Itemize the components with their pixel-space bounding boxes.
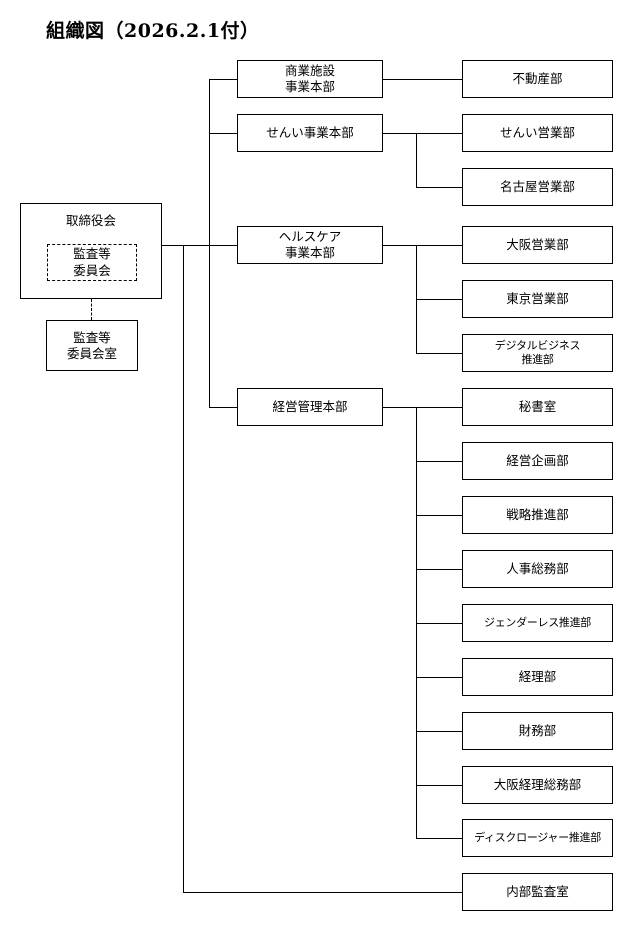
connector-trunk-to-division-2 [209,133,237,134]
connector-dashed-board-to-office [91,299,92,320]
connector-division4-branch-8 [416,785,462,786]
connector-division4-trunk [416,407,417,838]
connector-internal-audit-horizontal [183,892,462,893]
node-department-9[interactable]: 戦略推進部 [462,496,613,534]
node-department-4[interactable]: 大阪営業部 [462,226,613,264]
node-department-10[interactable]: 人事総務部 [462,550,613,588]
node-label: 東京営業部 [506,291,569,306]
connector-division3-branch-2 [416,299,462,300]
connector-division4-branch-6 [416,677,462,678]
node-label: 名古屋営業部 [499,179,575,194]
node-department-3[interactable]: 名古屋営業部 [462,168,613,206]
node-department-11[interactable]: ジェンダーレス推進部 [462,604,613,642]
connector-division4-branch-4 [416,569,462,570]
node-label: 内部監査室 [506,884,569,899]
node-label: ヘルスケア 事業本部 [278,229,342,260]
node-label: ジェンダーレス推進部 [484,615,591,629]
node-label: 人事総務部 [506,561,569,576]
node-department-12[interactable]: 経理部 [462,658,613,696]
node-label: せんい営業部 [499,125,575,140]
connector-internal-audit-trunk [183,245,184,892]
connector-division4-branch-7 [416,731,462,732]
node-label: 財務部 [518,723,557,738]
connector-division4-branch-2 [416,461,462,462]
connector-division3-out [383,245,416,246]
node-internal-audit-office[interactable]: 内部監査室 [462,873,613,911]
node-department-5[interactable]: 東京営業部 [462,280,613,318]
connector-trunk-to-division-3 [209,245,237,246]
node-label: せんい事業本部 [266,125,354,140]
connector-division-trunk [209,79,210,407]
connector-division4-branch-1 [416,407,462,408]
node-label: 大阪営業部 [506,237,569,252]
connector-trunk-to-division-4 [209,407,237,408]
node-department-6[interactable]: デジタルビジネス 推進部 [462,334,613,372]
connector-division2-branch-2 [416,187,462,188]
connector-division4-out [383,407,416,408]
node-label: 監査等 委員会室 [66,329,117,361]
node-label: 大阪経理総務部 [493,777,582,792]
node-audit-committee[interactable]: 監査等 委員会 [47,244,137,281]
page-title: 組織図（2026.2.1付） [46,20,260,42]
node-division-3[interactable]: ヘルスケア 事業本部 [237,226,383,264]
connector-board-horizontal [162,245,210,246]
connector-division4-branch-3 [416,515,462,516]
node-department-7[interactable]: 秘書室 [462,388,613,426]
node-label: 監査等 委員会 [73,246,111,278]
node-label: 戦略推進部 [506,507,569,522]
node-department-13[interactable]: 財務部 [462,712,613,750]
node-label: 経営企画部 [506,453,569,468]
connector-division1-to-dept [383,79,462,80]
connector-division4-branch-9 [416,838,462,839]
node-label: 経理部 [518,669,557,684]
node-division-1[interactable]: 商業施設 事業本部 [237,60,383,98]
node-label: デジタルビジネス 推進部 [494,338,581,366]
node-label: 商業施設 事業本部 [284,63,335,94]
node-audit-committee-office[interactable]: 監査等 委員会室 [46,320,138,371]
node-division-4[interactable]: 経営管理本部 [237,388,383,426]
node-department-2[interactable]: せんい営業部 [462,114,613,152]
node-department-14[interactable]: 大阪経理総務部 [462,766,613,804]
connector-division3-branch-3 [416,353,462,354]
node-department-8[interactable]: 経営企画部 [462,442,613,480]
connector-division2-trunk [416,133,417,187]
connector-trunk-to-division-1 [209,79,237,80]
connector-division4-branch-5 [416,623,462,624]
node-label: ディスクロージャー推進部 [474,830,601,844]
connector-division3-branch-1 [416,245,462,246]
node-board-of-directors[interactable]: 取締役会 [20,203,162,299]
connector-division2-branch-1 [416,133,462,134]
node-label: 不動産部 [512,71,563,86]
node-label: 取締役会 [65,213,116,228]
node-label: 秘書室 [518,399,557,414]
connector-division2-out [383,133,416,134]
node-division-2[interactable]: せんい事業本部 [237,114,383,152]
node-department-1[interactable]: 不動産部 [462,60,613,98]
node-label: 経営管理本部 [272,399,348,414]
node-department-15[interactable]: ディスクロージャー推進部 [462,819,613,857]
